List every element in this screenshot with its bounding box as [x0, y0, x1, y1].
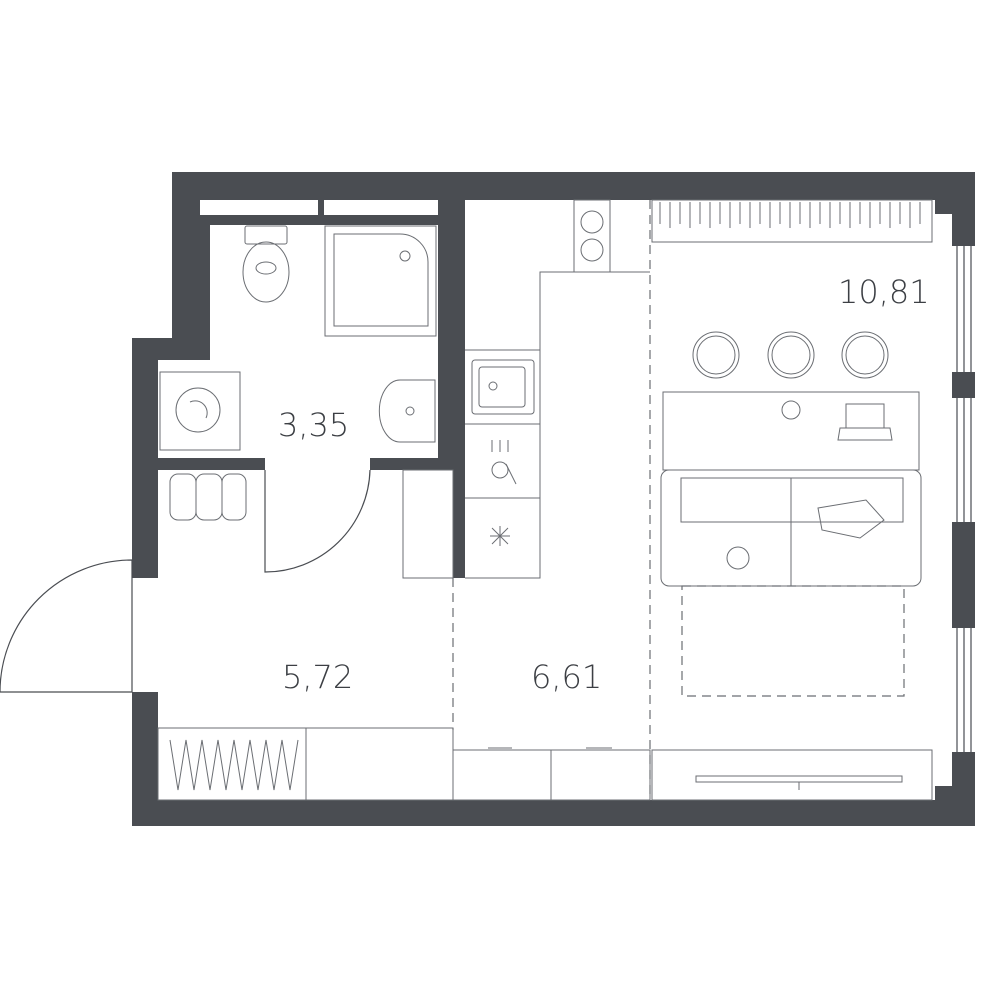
- stove-icon: [573, 199, 611, 273]
- area-label-kitchen: 6,61: [531, 658, 602, 696]
- dishwasher-icon: [491, 440, 517, 485]
- wall-bath-right: [438, 200, 455, 470]
- wall-left-lower: [132, 692, 158, 826]
- wall-top: [172, 172, 957, 200]
- wall-right-pier-2: [952, 372, 975, 398]
- toilet-icon: [242, 225, 290, 303]
- wall-top-right-corner: [935, 172, 975, 214]
- wall-right-pier-3: [952, 522, 975, 628]
- windows-right: [956, 246, 972, 752]
- area-labels: 3,35 5,72 6,61 10,81: [278, 273, 930, 696]
- sink-icon: [378, 379, 436, 443]
- rug: [681, 585, 905, 697]
- area-label-bathroom: 3,35: [278, 406, 349, 444]
- wall-right-pier-4: [952, 752, 975, 786]
- sofa-icon: [660, 469, 922, 587]
- washing-machine-icon: [159, 371, 241, 451]
- wall-top-mullion: [318, 200, 324, 215]
- tv-icon: [651, 749, 933, 801]
- wall-bath-bottom-right: [370, 458, 455, 470]
- walls: [132, 172, 975, 826]
- kitchen-sink-icon: [471, 359, 535, 415]
- wall-right-pier-1: [952, 214, 975, 246]
- wardrobe-icon: [157, 727, 454, 801]
- wall-bath-left: [200, 215, 210, 360]
- wall-bath-bottom-left: [158, 458, 265, 470]
- wall-left-upper: [172, 172, 200, 360]
- hanger-icon: [169, 473, 247, 521]
- curtains-icon: [651, 199, 933, 243]
- desk-icon: [662, 391, 920, 471]
- wall-left-mid: [132, 338, 158, 578]
- wall-kitchen-stub: [453, 200, 465, 578]
- stools-icon: [692, 331, 889, 379]
- wall-bath-top: [200, 215, 455, 225]
- shower-icon: [324, 225, 437, 337]
- area-label-living: 10,81: [838, 273, 930, 311]
- entrance-door: [0, 559, 133, 693]
- bathroom-door: [264, 469, 371, 573]
- area-label-hallway: 5,72: [282, 658, 353, 696]
- fridge-icon: [490, 526, 510, 546]
- wall-bottom: [132, 800, 952, 826]
- lower-cabinets: [452, 747, 651, 801]
